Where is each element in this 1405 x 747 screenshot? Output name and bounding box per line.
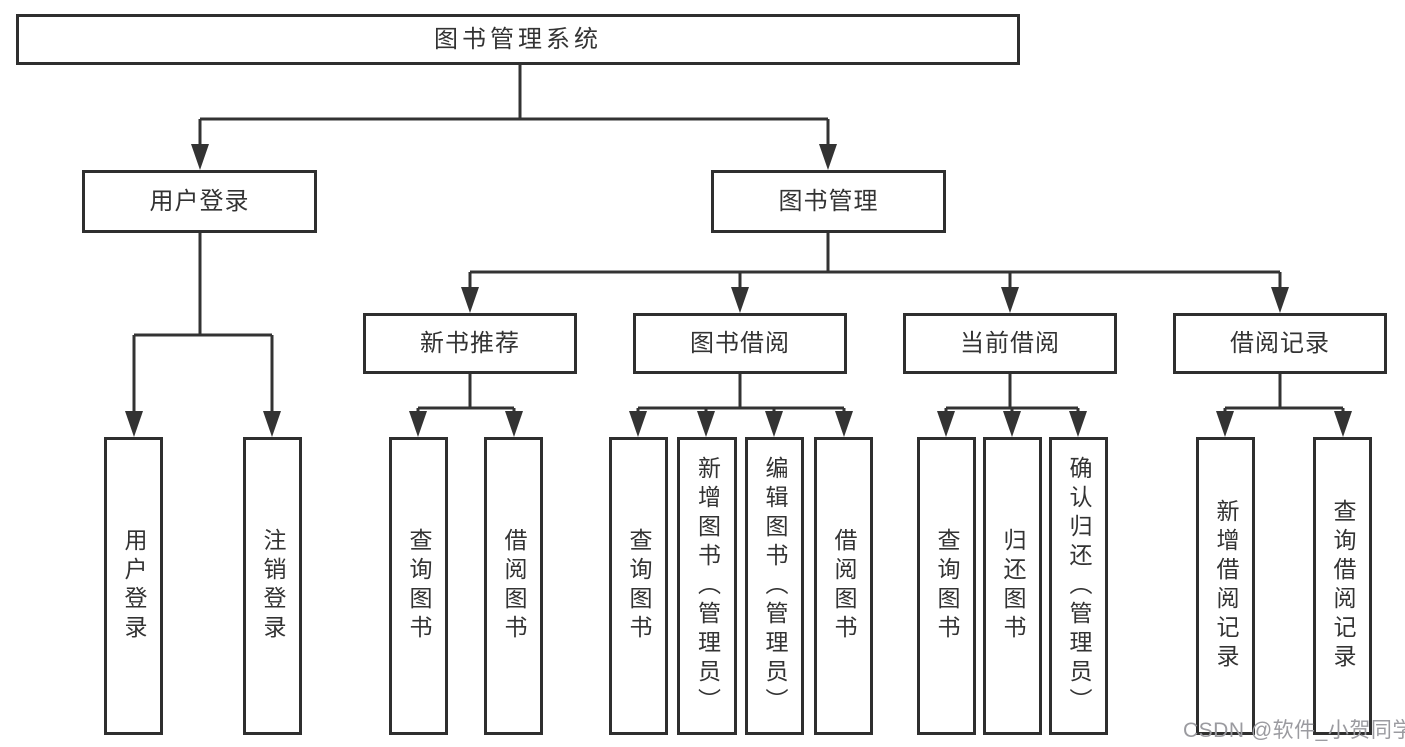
- csdn-watermark: CSDN @软件_小贺同学: [1183, 719, 1405, 742]
- arrowhead: [505, 411, 523, 437]
- leaf-records-query-record: 查询借阅记录: [1313, 437, 1372, 735]
- arrowhead: [409, 411, 427, 437]
- arrowhead: [1334, 411, 1352, 437]
- arrowhead: [461, 287, 479, 313]
- arrowhead: [629, 411, 647, 437]
- connector-borrow-to-leaves: [636, 374, 846, 413]
- leaf-borrow-query-books: 查询图书: [609, 437, 668, 735]
- node-user-login: 用户登录: [82, 170, 317, 233]
- node-borrowing-records: 借阅记录: [1173, 313, 1387, 374]
- arrowhead: [937, 411, 955, 437]
- arrowhead: [835, 411, 853, 437]
- leaf-current-confirm-return-admin: 确认归还（管理员）: [1049, 437, 1108, 735]
- node-new-book-recommend: 新书推荐: [363, 313, 577, 374]
- arrowhead: [263, 411, 281, 437]
- leaf-user-login: 用户登录: [104, 437, 163, 735]
- connector-current-to-leaves: [944, 374, 1080, 413]
- connector-userlogin-to-leaves: [132, 233, 274, 413]
- leaf-borrow-edit-books-admin: 编辑图书（管理员）: [745, 437, 804, 735]
- arrowhead: [1001, 287, 1019, 313]
- node-current-borrowing: 当前借阅: [903, 313, 1117, 374]
- leaf-borrow-borrow-books: 借阅图书: [814, 437, 873, 735]
- arrowhead: [125, 411, 143, 437]
- connector-recommend-to-leaves: [416, 374, 516, 413]
- arrowhead: [697, 411, 715, 437]
- node-library-management-system: 图书管理系统: [16, 14, 1020, 65]
- arrowhead: [1216, 411, 1234, 437]
- leaf-records-add-record: 新增借阅记录: [1196, 437, 1255, 735]
- connector-records-to-leaves: [1223, 374, 1345, 413]
- arrowhead: [819, 144, 837, 170]
- leaf-current-query-books: 查询图书: [917, 437, 976, 735]
- leaf-recommend-borrow-books: 借阅图书: [484, 437, 543, 735]
- node-book-management: 图书管理: [711, 170, 946, 233]
- arrowhead: [1271, 287, 1289, 313]
- arrowhead: [1003, 411, 1021, 437]
- leaf-current-return-books: 归还图书: [983, 437, 1042, 735]
- arrowhead: [191, 144, 209, 170]
- connector-bookmgmt-to-level3: [468, 233, 1282, 289]
- leaf-recommend-query-books: 查询图书: [389, 437, 448, 735]
- arrowhead: [765, 411, 783, 437]
- arrowhead: [731, 287, 749, 313]
- arrowhead: [1069, 411, 1087, 437]
- connector-root-to-level2: [198, 65, 830, 146]
- leaf-logout: 注销登录: [243, 437, 302, 735]
- leaf-borrow-add-books-admin: 新增图书（管理员）: [677, 437, 737, 735]
- node-book-borrowing: 图书借阅: [633, 313, 847, 374]
